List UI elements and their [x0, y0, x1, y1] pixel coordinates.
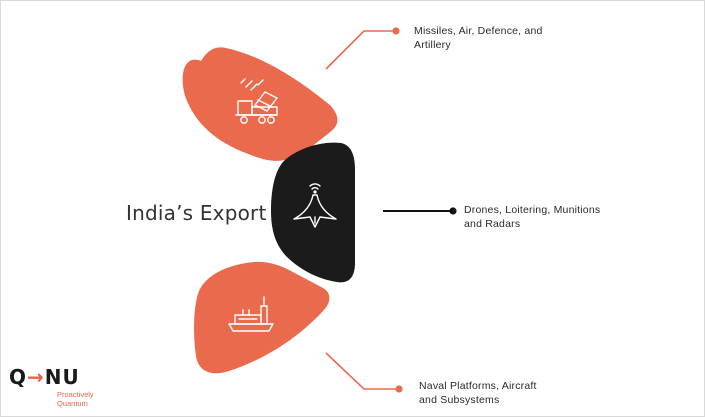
segment-top-label: Missiles, Air, Defence, and Artillery — [414, 24, 574, 52]
segment-middle — [271, 142, 355, 283]
logo-mark-left: Q — [9, 365, 28, 389]
segment-bottom-label: Naval Platforms, Aircraft and Subsystems — [419, 379, 579, 407]
connector-bottom-dot — [395, 385, 403, 393]
connector-middle-dot — [449, 207, 457, 215]
logo-tagline-line2: Quantum — [57, 399, 88, 408]
segment-bottom-label-line2: and Subsystems — [419, 394, 500, 406]
segment-middle-label-line1: Drones, Loitering, Munitions — [464, 204, 601, 216]
naval-ship-icon — [228, 296, 274, 332]
connector-top-dot — [392, 27, 400, 35]
connector-bottom — [325, 352, 399, 390]
segment-middle-label: Drones, Loitering, Munitions and Radars — [464, 203, 639, 231]
logo-arrow-icon: → — [27, 365, 45, 389]
logo-mark-right: NU — [44, 365, 80, 389]
missile-launcher-truck-icon — [235, 78, 278, 124]
diagram-title: India’s Export — [126, 201, 267, 225]
logo-mark: Q→NU — [9, 365, 80, 389]
segment-bottom-label-line1: Naval Platforms, Aircraft — [419, 380, 537, 392]
logo-tagline-line1: Proactively — [57, 390, 94, 399]
segment-top — [182, 47, 338, 161]
logo-tagline: Proactively Quantum — [57, 390, 94, 408]
connector-top — [325, 30, 396, 70]
drone-icon — [293, 183, 337, 228]
segment-bottom — [194, 261, 330, 374]
segment-top-label-line1: Missiles, Air, Defence, and — [414, 25, 543, 37]
qnu-logo: Q→NU Proactively Quantum — [9, 365, 109, 413]
segment-top-label-line2: Artillery — [414, 39, 451, 51]
segment-middle-label-line2: and Radars — [464, 218, 521, 230]
